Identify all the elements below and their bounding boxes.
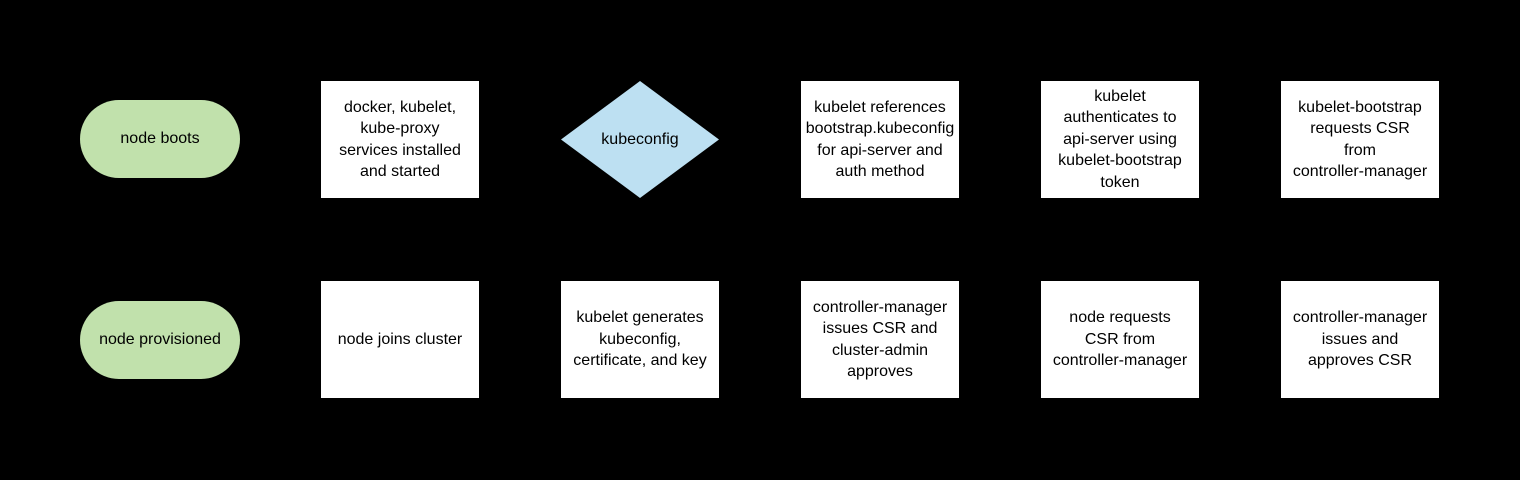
flow-decision-kubeconfig: kubeconfig [561,81,719,198]
flow-node-node-provisioned: node provisioned [80,301,240,379]
flow-node-kubelet-bootstrap-requests-csr: kubelet-bootstrap requests CSR from cont… [1281,81,1439,198]
flow-node-kubelet-references-bootstrap-kubeconfig: kubelet references bootstrap.kubeconfig … [801,81,959,198]
flow-node-controller-manager-issues-csr: controller-manager issues CSR and cluste… [801,281,959,398]
flow-node-controller-manager-issues-approves-csr: controller-manager issues and approves C… [1281,281,1439,398]
flow-node-node-requests-csr: node requests CSR from controller-manage… [1041,281,1199,398]
flow-node-kubelet-generates-kubeconfig: kubelet generates kubeconfig, certificat… [561,281,719,398]
flow-node-services-installed: docker, kubelet, kube-proxy services ins… [321,81,479,198]
flow-node-kubelet-authenticates: kubelet authenticates to api-server usin… [1041,81,1199,198]
flow-node-node-joins-cluster: node joins cluster [321,281,479,398]
flow-node-node-boots: node boots [80,100,240,178]
